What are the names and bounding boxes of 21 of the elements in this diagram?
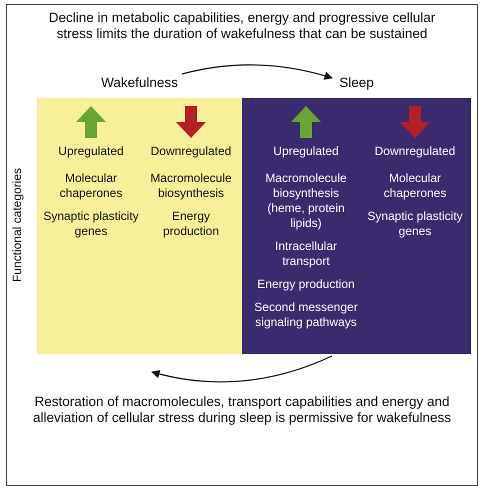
- note-text: Restoration of macromolecules, transport capabilities and energy and alleviation of cellular stress during sleep is permissive for wakefulness: [32, 394, 452, 426]
- curved-arrow: [182, 64, 333, 80]
- column-heading: Downregulated: [150, 144, 232, 159]
- state-heading: Sleep: [338, 74, 375, 92]
- column-heading: Upregulated: [273, 144, 339, 159]
- column-heading: Upregulated: [58, 144, 124, 159]
- column-heading: Downregulated: [374, 144, 456, 159]
- category-text: Energy production: [162, 209, 220, 239]
- category-text: Energy production: [257, 277, 355, 292]
- state-heading: Wakefulness: [100, 74, 179, 92]
- category-text: Intracellular transport: [274, 239, 338, 269]
- axis-label: Functional categories: [10, 166, 24, 284]
- category-text: Second messenger signaling pathways: [254, 300, 358, 330]
- category-text: Macromolecule biosynthesis: [149, 171, 233, 201]
- category-text: Molecular chaperones: [382, 171, 448, 201]
- curved-arrow: [151, 355, 332, 382]
- category-text: Synaptic plasticity genes: [366, 209, 464, 239]
- category-text: Synaptic plasticity genes: [42, 209, 140, 239]
- category-text: Macromolecule biosynthesis (heme, protein lipids): [264, 171, 348, 231]
- category-text: Molecular chaperones: [58, 171, 124, 201]
- note-text: Decline in metabolic capabilities, energy and progressive cellular stress limits the duration of wakefulness that can be sustained: [48, 10, 436, 42]
